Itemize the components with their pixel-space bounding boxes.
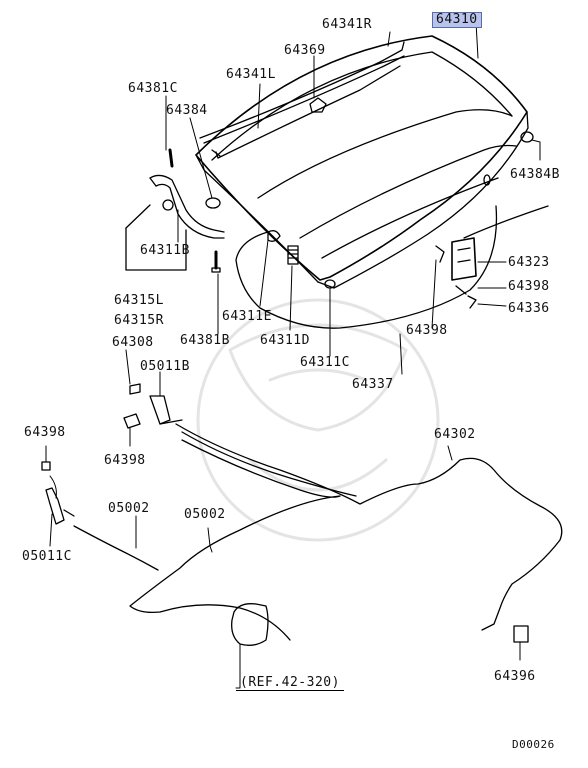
bolt-64308 bbox=[129, 383, 141, 395]
watermark-emblem bbox=[196, 298, 440, 542]
part-label-64398-lower[interactable]: 64398 bbox=[104, 453, 146, 468]
part-label-64308[interactable]: 64308 bbox=[112, 335, 154, 350]
part-label-05011c[interactable]: 05011C bbox=[22, 549, 72, 564]
drawing-code: D00026 bbox=[512, 738, 555, 751]
hinge-assembly bbox=[149, 148, 225, 239]
lever-handle-05011b bbox=[149, 371, 183, 425]
release-cable-64302 bbox=[175, 423, 563, 631]
part-label-64369[interactable]: 64369 bbox=[284, 43, 326, 58]
leader-64308 bbox=[125, 349, 131, 385]
leader-lines bbox=[165, 21, 541, 375]
weatherstrip-64337 bbox=[235, 205, 498, 329]
bumper-64311e bbox=[267, 230, 281, 242]
leader-64315b bbox=[125, 204, 151, 229]
part-label-64315r[interactable]: 64315R bbox=[114, 313, 164, 328]
part-label-64302[interactable]: 64302 bbox=[434, 427, 476, 442]
part-label-64311e[interactable]: 64311E bbox=[222, 309, 272, 324]
part-label-64396[interactable]: 64396 bbox=[494, 669, 536, 684]
leader-05011c bbox=[49, 513, 53, 547]
fuel-lid-cable-05002-short bbox=[73, 525, 159, 571]
torsion-bars bbox=[199, 41, 405, 159]
bumper-64311d bbox=[287, 245, 299, 265]
reference-label[interactable]: (REF.42-320) bbox=[236, 676, 344, 691]
part-label-64336[interactable]: 64336 bbox=[508, 301, 550, 316]
part-label-05002-left[interactable]: 05002 bbox=[108, 501, 150, 516]
part-label-05011b[interactable]: 05011B bbox=[140, 359, 190, 374]
part-label-64310[interactable]: 64310 bbox=[432, 12, 482, 28]
bolt-64398-b bbox=[123, 413, 141, 429]
part-label-64315l[interactable]: 64315L bbox=[114, 293, 164, 308]
part-label-64311b[interactable]: 64311B bbox=[140, 243, 190, 258]
fuel-lid-cable-05002 bbox=[129, 439, 341, 641]
plug-64384b bbox=[520, 131, 534, 143]
part-label-64398-left[interactable]: 64398 bbox=[24, 425, 66, 440]
leader-64315 bbox=[125, 227, 187, 271]
part-label-64398-right[interactable]: 64398 bbox=[508, 279, 550, 294]
leader-05002b bbox=[207, 527, 213, 553]
leader-64302 bbox=[447, 445, 453, 461]
part-label-64311c[interactable]: 64311C bbox=[300, 355, 350, 370]
lock-assembly bbox=[435, 205, 549, 309]
lever-05011c bbox=[41, 461, 75, 525]
part-label-64381c[interactable]: 64381C bbox=[128, 81, 178, 96]
part-label-64337[interactable]: 64337 bbox=[352, 377, 394, 392]
bar-holder bbox=[309, 97, 327, 113]
leader-ref bbox=[235, 643, 241, 689]
clip-64396 bbox=[513, 625, 529, 661]
bumper-64384 bbox=[205, 197, 221, 209]
release-cable-inner bbox=[181, 431, 357, 497]
fuel-lid bbox=[231, 603, 269, 646]
part-label-64384[interactable]: 64384 bbox=[166, 103, 208, 118]
part-label-64341r[interactable]: 64341R bbox=[322, 17, 372, 32]
part-label-64323[interactable]: 64323 bbox=[508, 255, 550, 270]
part-label-64398-mid[interactable]: 64398 bbox=[406, 323, 448, 338]
part-label-64311d[interactable]: 64311D bbox=[260, 333, 310, 348]
bolt-64381b bbox=[211, 250, 221, 273]
part-label-64381b[interactable]: 64381B bbox=[180, 333, 230, 348]
part-label-64384b[interactable]: 64384B bbox=[510, 167, 560, 182]
part-label-05002-right[interactable]: 05002 bbox=[184, 507, 226, 522]
part-label-64341l[interactable]: 64341L bbox=[226, 67, 276, 82]
